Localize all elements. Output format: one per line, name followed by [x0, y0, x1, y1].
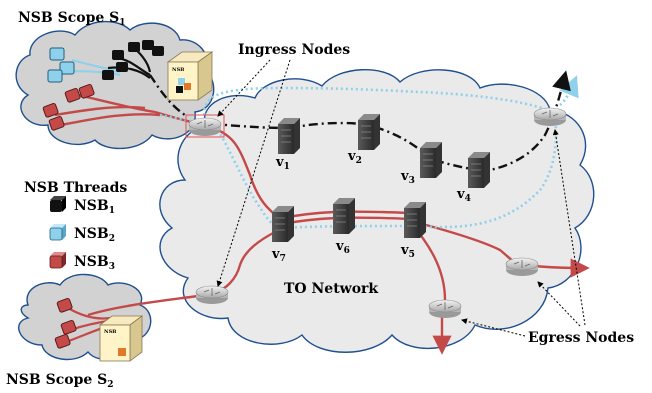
scope-s2-label: NSB Scope S2 [6, 372, 114, 390]
scope-s1-label: NSB Scope S1 [18, 10, 126, 28]
s1-cube-blue-3 [47, 69, 63, 83]
to-network-label: TO Network [284, 281, 378, 297]
legend-label-nsb3: NSB3 [74, 254, 115, 272]
egress-callout-arrows [461, 129, 586, 337]
server-v4-label: v4 [456, 187, 471, 204]
s2-nsb-box-label: NSB [104, 329, 116, 335]
server-v6-label: v6 [335, 239, 350, 256]
ingress-nodes-label: Ingress Nodes [238, 42, 350, 58]
server-v2-label: v2 [347, 149, 362, 166]
server-v3 [420, 142, 442, 178]
server-v5 [404, 202, 426, 238]
s2-cubes-red [54, 297, 77, 349]
egress-nodes-label: Egress Nodes [528, 330, 634, 346]
legend-swatch-nsb3 [49, 252, 66, 269]
legend-swatch-nsb1 [50, 196, 66, 212]
router-ingress-2 [195, 285, 229, 304]
server-v3-label: v3 [400, 169, 415, 186]
legend-title: NSB Threads [24, 180, 127, 196]
legend-label-nsb2: NSB2 [74, 226, 115, 244]
ingress-callout-arrows [216, 59, 291, 287]
server-v4 [468, 152, 490, 188]
router-egress-3 [428, 299, 462, 318]
s2-nsb-box [98, 315, 144, 362]
legend-swatch-nsb2 [49, 224, 66, 241]
server-v1-label: v1 [275, 155, 290, 172]
scope-s1-cloud [15, 20, 215, 150]
s1-cube-blue-1 [49, 47, 65, 61]
router-egress-2 [505, 257, 539, 276]
s1-cubes-red [42, 83, 95, 131]
s1-cube-blue-2 [59, 61, 75, 75]
s1-nsb-box [166, 51, 214, 101]
server-v6 [333, 198, 355, 234]
server-v5-label: v5 [400, 243, 415, 260]
router-egress-1 [533, 107, 567, 126]
s1-nsb-box-label: NSB [172, 67, 184, 73]
s1-cubes-black [102, 40, 164, 80]
legend-label-nsb1: NSB1 [74, 198, 115, 216]
router-ingress-1 [185, 114, 225, 138]
server-v2 [358, 114, 380, 150]
server-v7-label: v7 [271, 247, 286, 264]
server-v1 [278, 118, 300, 154]
server-v7 [272, 206, 294, 242]
